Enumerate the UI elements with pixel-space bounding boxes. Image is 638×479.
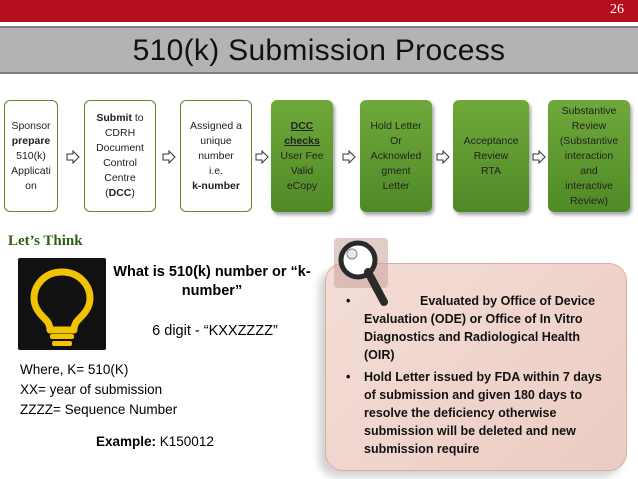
step-assign-k-number: Assigned a unique number i.e. k-number <box>180 100 252 212</box>
step-line: on <box>25 179 37 192</box>
top-accent-bar <box>0 0 638 22</box>
step-line: Sponsor <box>11 119 51 132</box>
step-line: CDRH <box>104 127 136 139</box>
bullet-icon: • <box>346 370 351 384</box>
lightbulb-icon <box>30 268 94 346</box>
step-line: Document <box>96 142 144 154</box>
bullet-icon: • <box>346 294 351 308</box>
step-line: number <box>198 149 234 162</box>
step-line: interactive <box>565 179 613 192</box>
lightbulb-tile <box>18 258 106 350</box>
magnifier-icon <box>334 238 388 306</box>
step-line: Acknowled <box>370 149 422 162</box>
step-line: Applicati <box>11 164 51 177</box>
step-line: interaction <box>564 149 614 162</box>
step-line: RTA <box>480 164 502 177</box>
k-number-legend: Where, K= 510(K) XX= year of submission … <box>20 360 177 420</box>
info-bullet-list: • Evaluated by Office of Device Evaluatio… <box>342 292 612 462</box>
step-line: User Fee <box>280 149 324 162</box>
info-bullet-text: Evaluated by Office of Device Evaluation… <box>364 294 596 362</box>
step-line: Assigned a <box>190 119 242 132</box>
step-line: prepare <box>11 134 51 147</box>
step-line: Submit to <box>96 112 144 124</box>
step-line: eCopy <box>286 179 318 192</box>
legend-line: ZZZZ= Sequence Number <box>20 402 178 417</box>
title-band <box>0 26 638 74</box>
step-line: Review) <box>570 194 608 207</box>
step-line: checks <box>284 134 320 147</box>
step-line: 510(k) <box>16 149 46 162</box>
k-number-question: What is 510(k) number or “k-number” <box>113 264 311 299</box>
step-line: Acceptance <box>463 134 519 147</box>
k-number-format: 6 digit - “KXXZZZZ” <box>152 323 278 339</box>
step-line: gment <box>381 164 411 177</box>
page-title: 510(k) Submission Process <box>132 34 506 67</box>
step-sponsor-prepare: Sponsor prepare 510(k) Applicati on <box>4 100 58 212</box>
step-line: (DCC) <box>105 187 135 199</box>
step-line: i.e. <box>208 164 223 177</box>
step-line: unique <box>200 134 232 147</box>
arrow-right-icon <box>162 150 176 164</box>
step-line: (Substantive <box>559 134 619 147</box>
step-line: Substantive <box>561 104 617 117</box>
arrow-right-icon <box>342 150 356 164</box>
info-bullet: • Evaluated by Office of Device Evaluatio… <box>342 292 612 364</box>
step-line: Letter <box>382 179 410 192</box>
step-line: Review <box>571 119 607 132</box>
arrow-right-icon <box>436 150 450 164</box>
legend-line: Where, K= 510(K) <box>20 362 129 377</box>
step-line: Control <box>103 157 137 169</box>
arrow-right-icon <box>532 150 546 164</box>
step-line: Hold Letter <box>370 119 422 132</box>
step-line: k-number <box>192 179 240 192</box>
step-line: Centre <box>104 172 136 184</box>
info-panel: • Evaluated by Office of Device Evaluatio… <box>325 263 627 471</box>
example-value: K150012 <box>156 434 214 449</box>
arrow-right-icon <box>255 150 269 164</box>
example-line: Example: K150012 <box>96 434 214 449</box>
step-line: Review <box>473 149 509 162</box>
slide-number: 26 <box>610 2 624 17</box>
info-bullet: • Hold Letter issued by FDA within 7 days… <box>342 368 612 458</box>
arrow-right-icon <box>66 150 80 164</box>
step-line: and <box>580 164 598 177</box>
step-line: DCC <box>290 119 314 132</box>
example-label: Example: <box>96 434 157 449</box>
legend-line: XX= year of submission <box>20 382 163 397</box>
step-line: Or <box>390 134 402 147</box>
step-line: Valid <box>290 164 314 177</box>
info-bullet-text: Hold Letter issued by FDA within 7 days … <box>364 370 602 456</box>
lets-think-heading: Let’s Think <box>8 233 83 249</box>
